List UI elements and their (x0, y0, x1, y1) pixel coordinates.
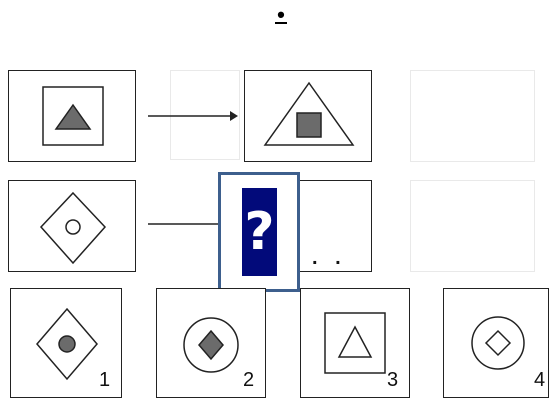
option-2-number: 2 (243, 369, 255, 391)
example-source-panel (8, 70, 136, 162)
option-2-panel[interactable]: 2 (156, 288, 266, 398)
diamond-with-filled-circle-icon (36, 307, 98, 381)
option-3-number: 3 (387, 369, 399, 391)
row2-connector-line (148, 223, 226, 225)
placeholder-dots: . . (312, 247, 347, 269)
header-mark: • (277, 2, 285, 27)
option-1-panel[interactable]: 1 (10, 288, 122, 398)
triangle-with-filled-square-icon (263, 81, 355, 146)
ghost-box (170, 70, 240, 160)
arrow-right-icon (148, 111, 238, 121)
option-4-number: 4 (534, 369, 546, 391)
ghost-box (410, 180, 535, 272)
ghost-box (410, 70, 535, 162)
circle-with-filled-diamond-icon (183, 317, 239, 373)
question-mark: ? (242, 188, 277, 276)
option-3-panel[interactable]: 3 (300, 288, 410, 398)
circle-with-diamond-icon (471, 316, 525, 370)
square-with-filled-triangle-icon (42, 86, 104, 146)
option-4-panel[interactable]: 4 (443, 288, 549, 398)
square-with-triangle-icon (324, 312, 386, 374)
diamond-with-circle-icon (39, 191, 107, 265)
header-underline (275, 22, 287, 24)
query-panel (8, 180, 136, 272)
option-1-number: 1 (99, 369, 111, 391)
example-target-panel (244, 70, 372, 162)
question-box: ? (218, 172, 300, 292)
